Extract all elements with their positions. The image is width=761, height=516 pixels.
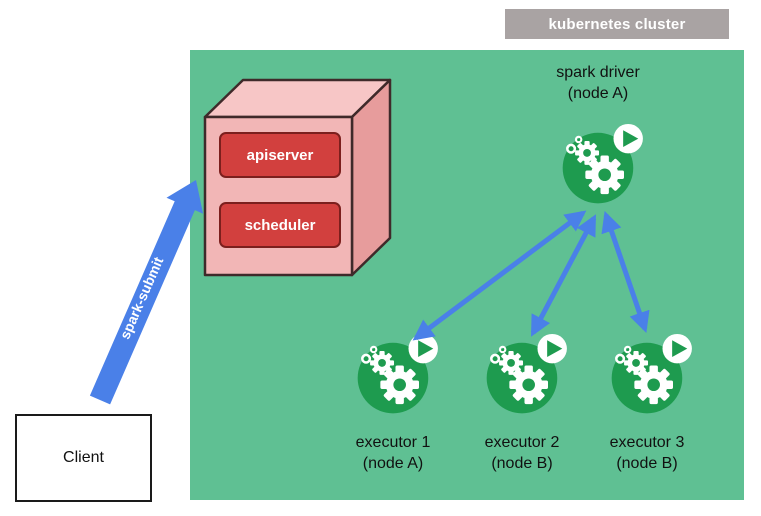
- spark-driver-icon: [562, 123, 643, 204]
- executor-2-icon: [486, 333, 567, 414]
- spark-driver-title: spark driver: [556, 64, 640, 81]
- spark-driver-label: spark driver (node A): [518, 62, 678, 104]
- executor-1-icon: [357, 333, 438, 414]
- executor-1-title: executor 1: [355, 434, 431, 451]
- play-badge-icon: [408, 333, 438, 364]
- big-gear-icon: [509, 365, 548, 405]
- play-badge-icon: [613, 123, 643, 154]
- play-badge-icon: [537, 333, 567, 364]
- executor-3-icon: [611, 333, 692, 414]
- dot-ring-icon: [566, 143, 577, 154]
- executor-3-node: (node B): [616, 455, 678, 472]
- big-gear-icon: [585, 155, 624, 195]
- scheduler-box: scheduler: [219, 202, 341, 248]
- executor-1-label: executor 1 (node A): [318, 432, 468, 474]
- executor-2-title: executor 2: [484, 434, 560, 451]
- executor-2-node: (node B): [491, 455, 553, 472]
- executor-2-label: executor 2 (node B): [447, 432, 597, 474]
- client-label: Client: [63, 449, 104, 466]
- big-gear-icon: [634, 365, 673, 405]
- dot-ring-icon: [574, 135, 583, 144]
- big-gear-icon: [380, 365, 419, 405]
- small-gear-icon: [624, 350, 649, 375]
- apiserver-box: apiserver: [219, 132, 341, 178]
- client-box: Client: [15, 414, 152, 502]
- spark-driver-node: (node A): [567, 85, 629, 102]
- executor-3-title: executor 3: [609, 434, 685, 451]
- executor-3-label: executor 3 (node B): [572, 432, 722, 474]
- play-badge-icon: [662, 333, 692, 364]
- executor-1-node: (node A): [362, 455, 424, 472]
- kubernetes-cluster-label: kubernetes cluster: [505, 9, 729, 39]
